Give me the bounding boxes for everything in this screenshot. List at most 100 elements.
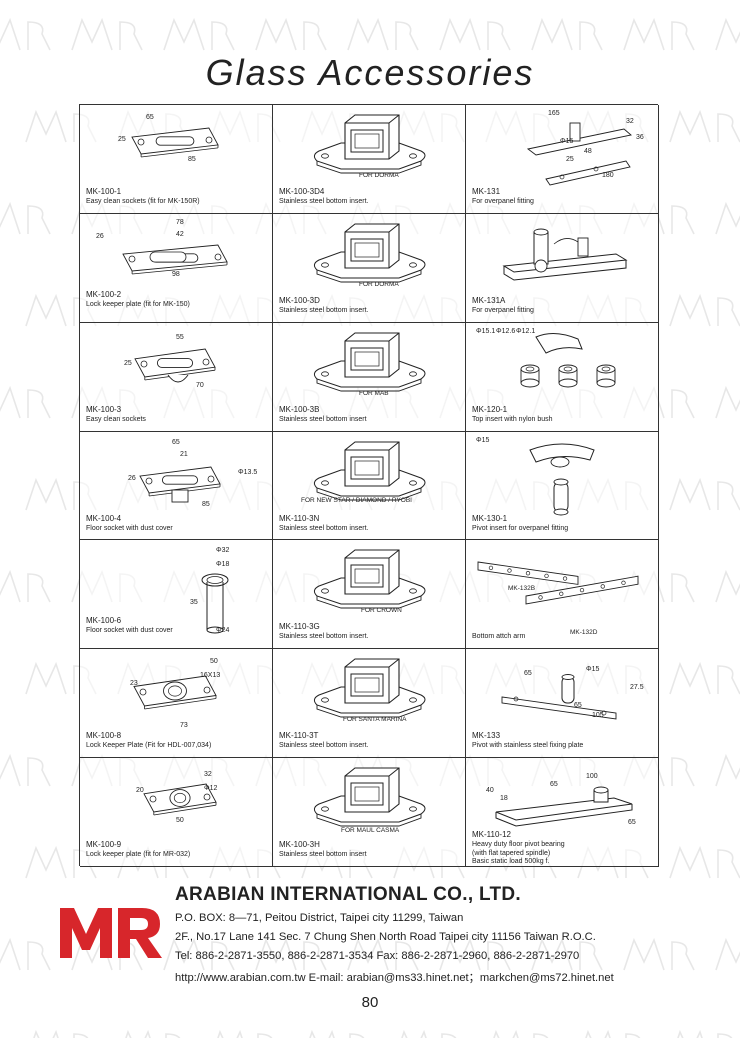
product-description: Lock keeper plate (fit for MK-150) [86,301,268,310]
dimension-label: 105 [592,712,604,719]
dimension-label: 48 [584,148,592,155]
product-illustration: FOR CROWN [313,549,426,614]
dimension-label: 78 [176,219,184,226]
product-description: Heavy duty floor pivot bearing(with flat… [472,841,654,866]
product-code: MK-100-1 [86,187,122,196]
dimension-label: Φ15 [476,437,489,444]
product-description: Pivot insert for overpanel fitting [472,525,654,534]
product-variant-label: FOR DORMA [359,281,399,288]
dimension-label: Φ18 [216,561,229,568]
dimension-label: 50 [176,817,184,824]
dimension-label: 40 [486,787,494,794]
product-code: MK-100-2 [86,289,122,299]
dimension-label: 42 [176,231,184,238]
dimension-label: 25 [124,360,132,367]
dimension-label: Φ15 [586,666,599,673]
dimension-label: 25 [566,156,574,163]
dimension-label: 165 [548,110,560,117]
dimension-label: 65 [550,781,558,788]
product-variant-label: FOR MAB [359,390,389,397]
dimension-label: 36 [636,134,644,141]
product-description: Stainless steel bottom insert. [279,525,461,534]
description-line: Stainless steel bottom insert. [279,633,369,641]
dimension-label: Φ13.5 [238,469,257,476]
product-description: Stainless steel bottom insert. [279,742,461,751]
dimension-label: 20 [136,787,144,794]
dimension-label: 65 [146,114,154,121]
product-code: MK-110-3N [279,513,320,523]
footer: ARABIAN INTERNATIONAL CO., LTD. P.O. BOX… [0,870,740,1038]
page-number: 80 [361,994,379,1011]
dimension-label: 65 [628,819,636,826]
product-description: Easy clean sockets (fit for MK-150R) [86,198,268,207]
product-description: Floor socket with dust cover [86,525,268,534]
product-variant-label: MK-132B [508,585,535,592]
description-line: For overpanel fitting [472,306,534,314]
product-illustration: FOR NEW STAR / DIAMOND / RYOBI [301,440,426,504]
dimension-label: 35 [190,599,198,606]
product-variant-label: FOR NEW STAR / DIAMOND / RYOBI [301,497,412,504]
description-line: Lock keeper plate (fit for MK-150) [86,300,190,308]
product-code: MK-100-9 [86,840,122,850]
description-line: Floor socket with dust cover [86,627,173,635]
product-illustration: FOR SANTA MARINA [313,658,426,723]
product-code: MK-133 [472,731,501,741]
dimension-label: Φ12.1 [516,328,535,335]
dimension-label: 23 [130,680,138,687]
product-variant-label: FOR CROWN [361,607,402,614]
product-illustration [502,228,628,281]
description-line: Lock keeper plate (fit for MR-032) [86,851,191,859]
product-code: MK-110-3G [279,622,320,632]
description-line: Pivot with stainless steel fixing plate [472,742,584,750]
description-line: Bottom attch arm [472,633,526,641]
dimension-label: 32 [204,771,212,778]
product-illustration: FOR MAB [313,332,426,397]
product-illustration: 55 25 70 [124,334,216,389]
dimension-label: Φ32 [216,547,229,554]
web-email-line: http://www.arabian.com.tw E-mail: arabia… [175,972,614,984]
product-description: For overpanel fitting [472,198,654,207]
product-description: For overpanel fitting [472,307,654,316]
description-line: Pivot insert for overpanel fitting [472,524,569,532]
dimension-label: 55 [176,334,184,341]
dimension-label: 25 [118,136,126,143]
dimension-label: 70 [196,382,204,389]
product-illustration: FOR MAUL CASMA [313,767,426,834]
product-description: Stainless steel bottom insert [279,851,461,860]
product-description: Floor socket with dust cover [86,627,268,636]
dimension-label: 26 [128,475,136,482]
description-line: (with flat tapered spindle) [472,849,551,857]
description-line: Floor socket with dust cover [86,524,173,532]
description-line: Easy clean sockets [86,415,146,423]
dimension-label: Φ12 [204,785,217,792]
dimension-label: 180 [602,172,614,179]
description-line: Stainless steel bottom insert [279,851,367,859]
product-illustration: FOR DORMA [313,114,426,179]
description-line: Heavy duty floor pivot bearing [472,841,565,849]
product-description: Lock keeper plate (fit for MR-032) [86,851,268,860]
dimension-label: 85 [202,501,210,508]
company-logo [60,908,162,958]
dimension-label: 65 [574,702,582,709]
product-code: MK-131A [472,295,506,305]
